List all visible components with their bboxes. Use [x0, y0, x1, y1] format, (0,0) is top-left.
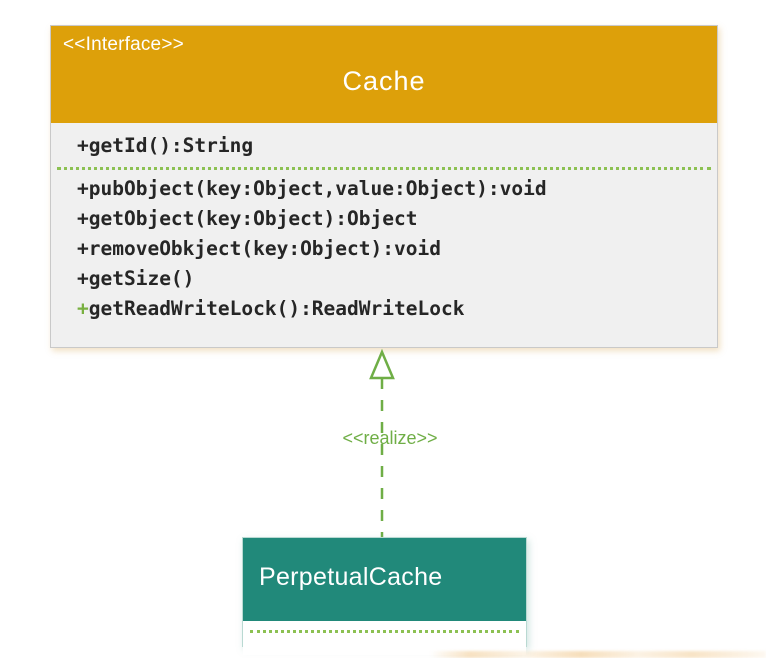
interface-operation-row[interactable]: +getReadWriteLock():ReadWriteLock [51, 294, 717, 324]
implementation-header: PerpetualCache [243, 538, 526, 621]
implementation-name-label: PerpetualCache [259, 563, 443, 591]
interface-attribute-row[interactable]: +getId():String [51, 131, 717, 161]
visibility-marker: + [77, 207, 89, 230]
interface-operation-row[interactable]: +pubObject(key:Object,value:Object):void [51, 174, 717, 204]
operation-signature: getSize() [88, 267, 195, 290]
attribute-signature: getId():String [88, 134, 254, 157]
visibility-marker: + [77, 267, 89, 290]
compartment-separator [250, 630, 519, 633]
operation-signature: removeObkject(key:Object):void [88, 237, 441, 260]
interface-body: +getId():String +pubObject(key:Object,va… [51, 123, 717, 347]
visibility-marker: + [77, 177, 89, 200]
visibility-marker: + [77, 237, 89, 260]
interface-attributes-compartment: +getId():String [51, 131, 717, 161]
interface-name-label: Cache [342, 66, 426, 96]
visibility-marker: + [77, 297, 89, 320]
interface-operation-row[interactable]: +getObject(key:Object):Object [51, 204, 717, 234]
realization-connector[interactable] [358, 348, 406, 538]
interface-stereotype-label: <<Interface>> [63, 34, 184, 55]
operation-signature: getReadWriteLock():ReadWriteLock [88, 297, 465, 320]
visibility-marker: + [77, 134, 89, 157]
interface-operations-compartment: +pubObject(key:Object,value:Object):void… [51, 174, 717, 324]
interface-operation-row[interactable]: +removeObkject(key:Object):void [51, 234, 717, 264]
operation-signature: getObject(key:Object):Object [88, 207, 418, 230]
interface-header: <<Interface>> Cache [51, 26, 717, 123]
uml-class-perpetual-cache[interactable]: PerpetualCache [242, 537, 527, 655]
uml-class-interface-cache[interactable]: <<Interface>> Cache +getId():String +pub… [50, 25, 718, 348]
realization-stereotype-label: <<realize>> [342, 428, 438, 448]
implementation-members-compartment [243, 630, 526, 655]
cropped-offscreen-element [430, 651, 766, 658]
interface-operation-row[interactable]: +getSize() [51, 264, 717, 294]
operation-signature: pubObject(key:Object,value:Object):void [88, 177, 547, 200]
realization-arrowhead-icon [369, 348, 395, 380]
compartment-separator [57, 167, 711, 170]
